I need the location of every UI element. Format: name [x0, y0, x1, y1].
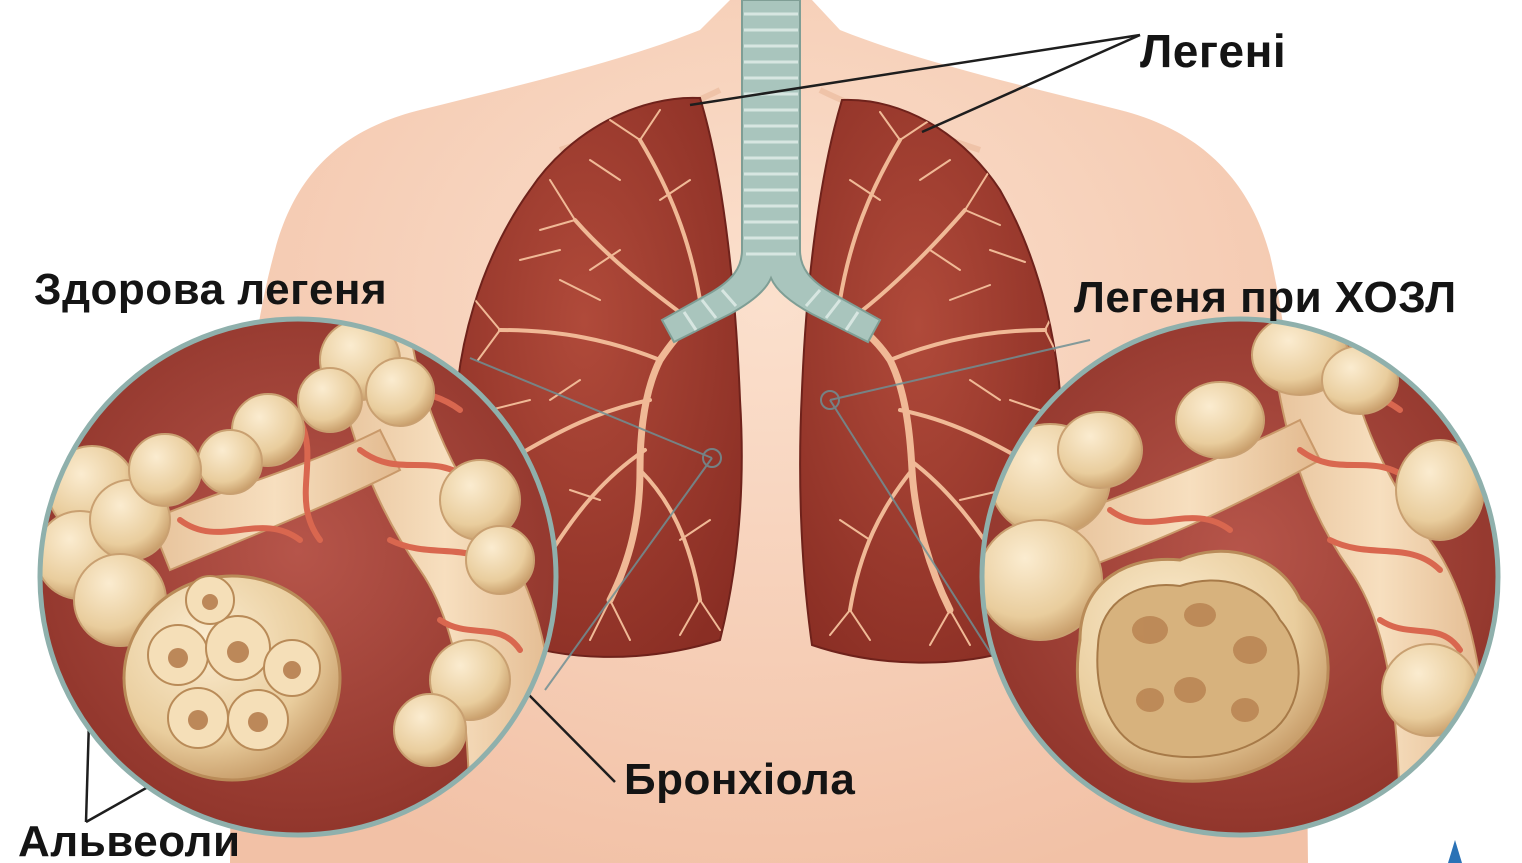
label-copd-lung: Легеня при ХОЗЛ — [1074, 276, 1457, 320]
healthy-lung-magnified — [36, 319, 560, 840]
copd-lung-magnified — [978, 315, 1498, 840]
label-bronchiole: Бронхіола — [624, 758, 855, 802]
label-healthy-lung: Здорова легеня — [34, 268, 387, 312]
copd-damaged-sac-cross-section — [1077, 551, 1328, 781]
corner-logo-fragment — [1448, 840, 1462, 863]
alveolar-sac-cross-section — [124, 576, 340, 780]
label-alveoli: Альвеоли — [18, 820, 241, 863]
label-lungs: Легені — [1140, 28, 1286, 74]
